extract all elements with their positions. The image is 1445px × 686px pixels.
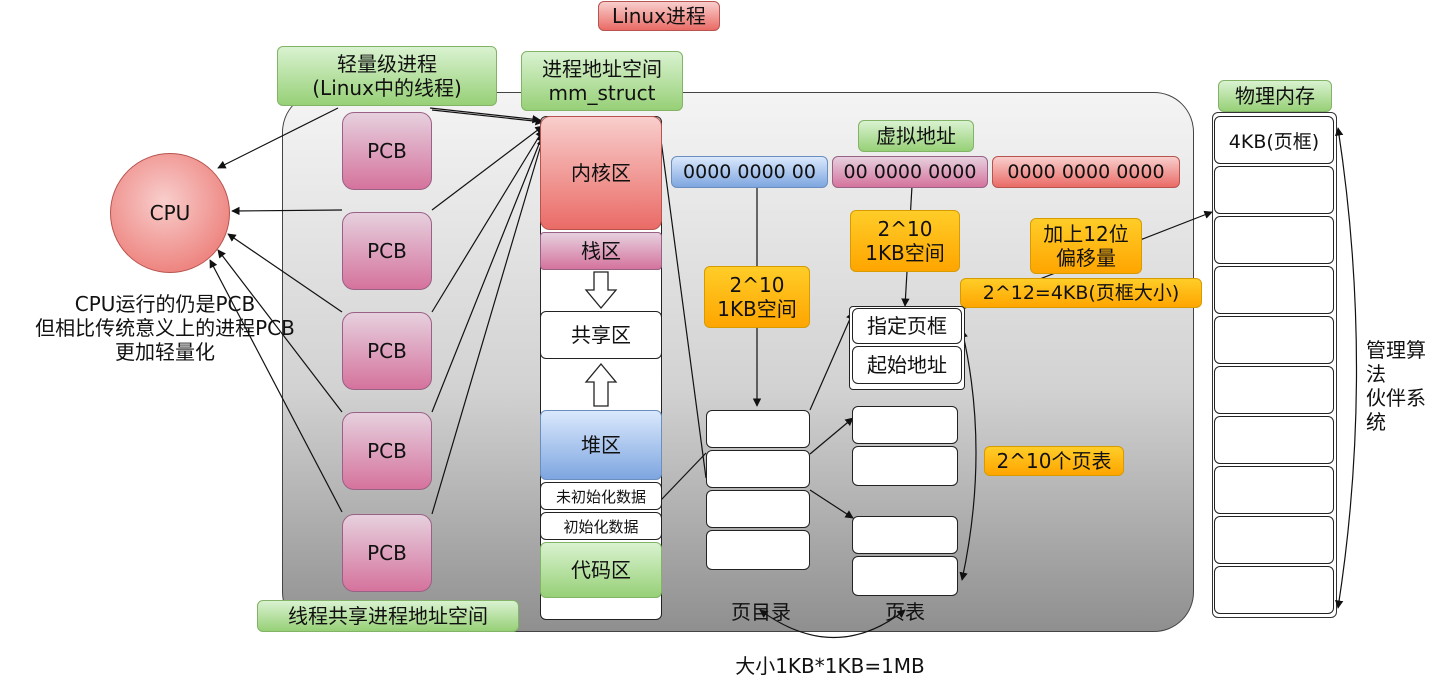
physical-frame	[1214, 366, 1334, 414]
physical-frame	[1214, 266, 1334, 314]
vaddr-segment-table: 00 0000 0000	[832, 156, 988, 188]
pcb-block: PCB	[342, 112, 432, 190]
page-entry-frame: 指定页框	[852, 308, 962, 344]
diagram-title-text: Linux进程	[612, 4, 706, 28]
virtual-address-title: 虚拟地址	[858, 120, 974, 152]
code-region: 代码区	[540, 542, 662, 598]
cpu-note-line1: CPU运行的仍是PCB	[74, 292, 256, 316]
shared-region: 共享区	[540, 311, 662, 359]
heap-region-label: 堆区	[581, 433, 621, 457]
stack-grow-down-arrow	[584, 271, 618, 310]
physical-frame	[1214, 166, 1334, 214]
cpu-note: CPU运行的仍是PCB 但相比传统意义上的进程PCB 更加轻量化	[0, 292, 330, 364]
cpu-note-line2: 但相比传统意义上的进程PCB	[35, 316, 295, 340]
physical-frame-label: 4KB(页框)	[1228, 130, 1320, 153]
physical-frame	[1214, 516, 1334, 564]
vaddr-segment-dir-text: 0000 0000 00	[683, 160, 816, 183]
pcb-block: PCB	[342, 312, 432, 390]
page-table-row	[852, 556, 958, 596]
table-size-note-line1: 2^10	[877, 217, 933, 241]
algorithm-note-line2: 伙伴系统	[1366, 386, 1426, 434]
frame-size-note: 2^12=4KB(页框大小)	[960, 278, 1202, 308]
vaddr-segment-offset: 0000 0000 0000	[992, 156, 1180, 188]
pcb-block: PCB	[342, 212, 432, 290]
physical-frame	[1214, 566, 1334, 614]
thread-share-text: 线程共享进程地址空间	[288, 604, 488, 628]
physical-frame	[1214, 316, 1334, 364]
page-table-count-note: 2^10个页表	[984, 446, 1124, 476]
algorithm-note: 管理算法 伙伴系统	[1366, 338, 1445, 434]
dir-size-note-line2: 1KB空间	[717, 297, 797, 321]
lwp-line2: (Linux中的线程)	[312, 76, 462, 100]
dir-size-note-line1: 2^10	[729, 273, 785, 297]
bss-region: 未初始化数据	[540, 482, 662, 510]
code-region-label: 代码区	[571, 558, 631, 582]
data-region-label: 初始化数据	[563, 517, 639, 536]
vaddr-segment-offset-text: 0000 0000 0000	[1007, 160, 1165, 183]
vaddr-segment-dir: 0000 0000 00	[671, 156, 828, 188]
stack-region: 栈区	[540, 232, 662, 270]
frame-size-note-text: 2^12=4KB(页框大小)	[982, 281, 1180, 304]
cpu-label: CPU	[149, 201, 191, 225]
pcb-block: PCB	[342, 514, 432, 592]
pcb-block: PCB	[342, 412, 432, 490]
kernel-region-label: 内核区	[571, 161, 631, 185]
page-entry-start-label: 起始地址	[867, 353, 947, 377]
offset-note-line1: 加上12位	[1043, 222, 1129, 246]
page-table-label: 页表	[885, 600, 925, 624]
bss-region-label: 未初始化数据	[555, 487, 646, 506]
page-directory-row	[706, 490, 810, 528]
stack-region-label: 栈区	[581, 239, 621, 263]
page-directory-row	[706, 530, 810, 570]
thread-share-label: 线程共享进程地址空间	[257, 600, 519, 632]
address-space-title-line1: 进程地址空间	[542, 57, 662, 81]
pcb-label: PCB	[367, 439, 407, 463]
virtual-address-title-text: 虚拟地址	[876, 124, 956, 148]
shared-region-label: 共享区	[571, 323, 631, 347]
lwp-line1: 轻量级进程	[337, 52, 437, 76]
page-table-count-note-text: 2^10个页表	[996, 449, 1112, 473]
size-label: 大小1KB*1KB=1MB	[735, 654, 925, 678]
pcb-label: PCB	[367, 139, 407, 163]
physical-frame	[1214, 466, 1334, 514]
table-size-note-line2: 1KB空间	[865, 241, 945, 265]
heap-grow-up-arrow	[584, 362, 618, 407]
table-size-note: 2^10 1KB空间	[850, 210, 960, 272]
address-space-title-line2: mm_struct	[548, 81, 656, 105]
page-directory-label: 页目录	[731, 600, 791, 624]
dir-size-note: 2^10 1KB空间	[704, 266, 810, 328]
offset-note: 加上12位 偏移量	[1030, 218, 1142, 274]
physical-memory-title: 物理内存	[1218, 80, 1332, 112]
data-region: 初始化数据	[540, 512, 662, 540]
page-table-row	[852, 516, 958, 554]
offset-note-line2: 偏移量	[1056, 246, 1116, 270]
physical-frame	[1214, 216, 1334, 264]
algorithm-note-line1: 管理算法	[1366, 338, 1426, 386]
page-directory-row	[706, 450, 810, 488]
page-entry-frame-label: 指定页框	[867, 314, 947, 338]
cpu-node: CPU	[110, 153, 230, 273]
physical-frame: 4KB(页框)	[1214, 116, 1334, 164]
pcb-label: PCB	[367, 541, 407, 565]
lightweight-process-label: 轻量级进程 (Linux中的线程)	[277, 46, 497, 106]
diagram-title: Linux进程	[598, 1, 720, 31]
vaddr-segment-table-text: 00 0000 0000	[843, 160, 977, 183]
page-table-row	[852, 446, 958, 486]
pcb-label: PCB	[367, 239, 407, 263]
page-directory-row	[706, 410, 810, 448]
address-space-title: 进程地址空间 mm_struct	[521, 51, 683, 111]
page-entry-start: 起始地址	[852, 346, 962, 384]
physical-frame	[1214, 416, 1334, 464]
page-table-row	[852, 406, 958, 444]
heap-region: 堆区	[540, 410, 662, 480]
kernel-region: 内核区	[540, 116, 662, 230]
cpu-note-line3: 更加轻量化	[115, 340, 215, 364]
physical-memory-title-text: 物理内存	[1235, 84, 1315, 108]
pcb-label: PCB	[367, 339, 407, 363]
